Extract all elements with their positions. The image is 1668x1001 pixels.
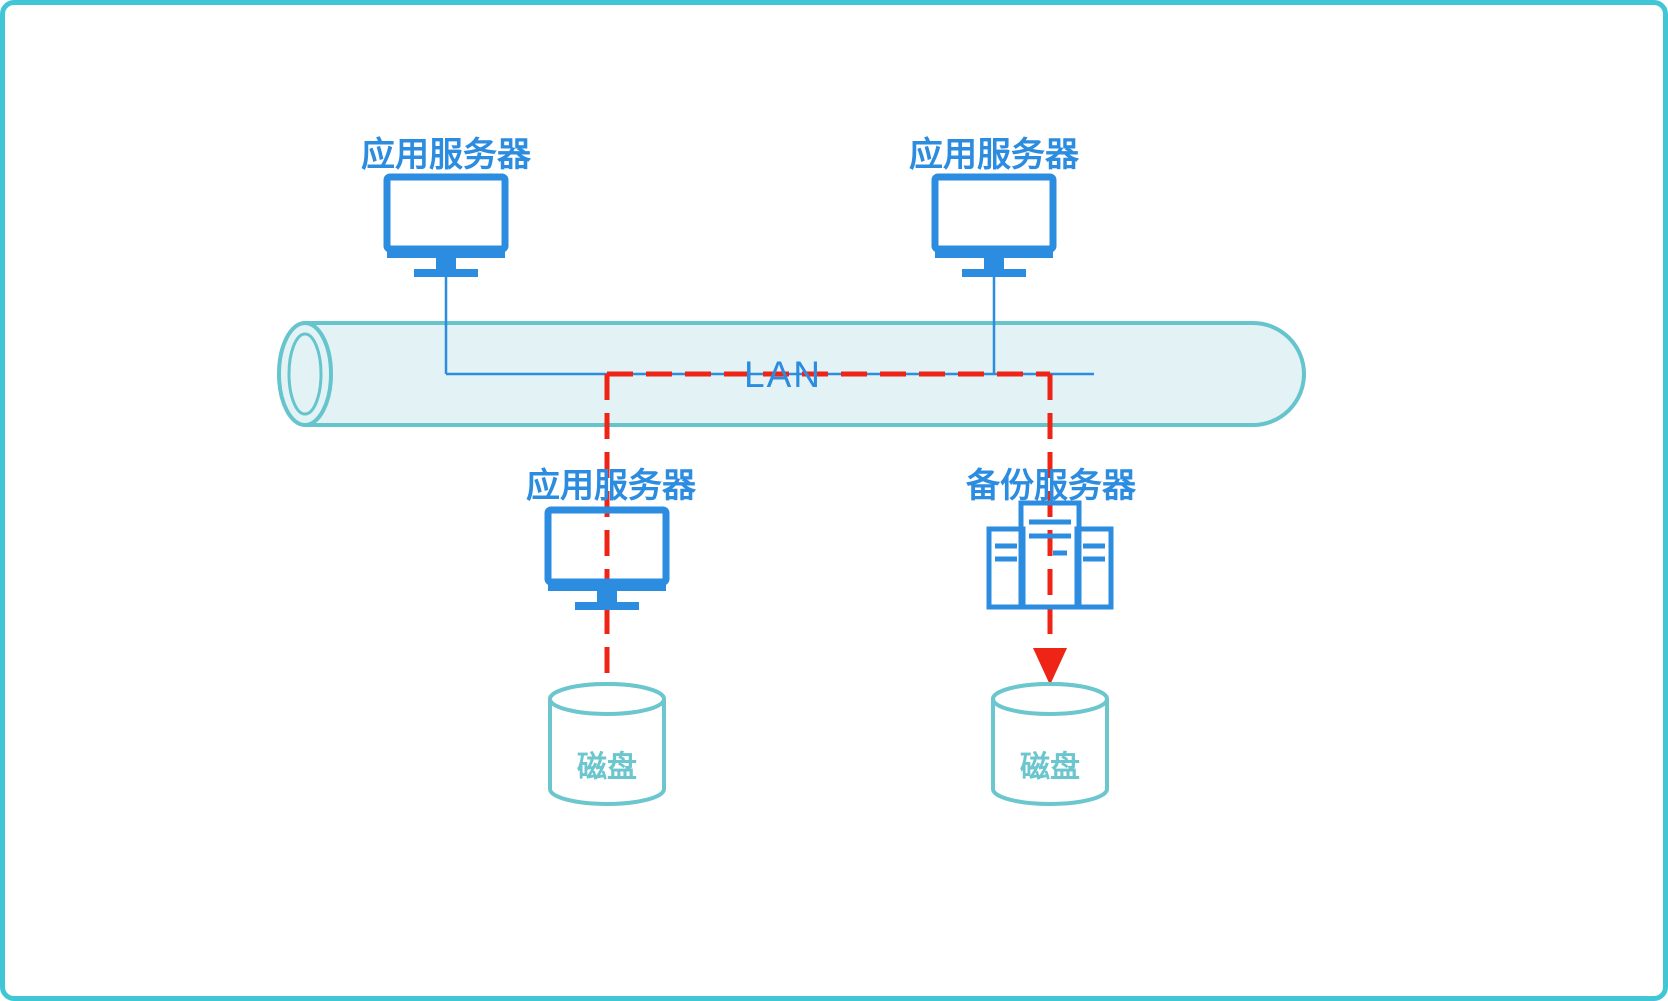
app-server-top-left-label: 应用服务器 [361, 136, 532, 174]
backup-flow-arrowhead [1033, 648, 1067, 685]
lan-pipe-open-end-inner [287, 332, 323, 416]
disk-left-label: 磁盘 [577, 750, 637, 784]
disk-right: 磁盘 [991, 682, 1109, 806]
lan-pipe-open-end [277, 321, 333, 427]
app-server-top-left: 应用服务器 [361, 136, 532, 277]
disk-left: 磁盘 [548, 682, 666, 806]
backup-server-label: 备份服务器 [966, 467, 1137, 505]
app-server-bottom-left-label: 应用服务器 [526, 467, 697, 505]
disk-cylinder-icon [548, 682, 666, 806]
app-server-top-right-label: 应用服务器 [909, 136, 1080, 174]
disk-right-label: 磁盘 [1020, 750, 1080, 784]
app-server-bottom-left: 应用服务器 [526, 467, 697, 610]
diagram-canvas: LAN 应用服务器 应用服务器 应用服务器 备份服务器 [277, 136, 1306, 806]
backup-flow [604, 371, 1067, 685]
monitor-icon [544, 506, 670, 610]
disk-cylinder-icon [991, 682, 1109, 806]
monitor-icon [383, 173, 509, 277]
monitor-icon [931, 173, 1057, 277]
app-server-top-right: 应用服务器 [909, 136, 1080, 277]
mainframe-icon [986, 500, 1114, 610]
lan-label: LAN [744, 354, 822, 395]
backup-server: 备份服务器 [966, 467, 1137, 610]
